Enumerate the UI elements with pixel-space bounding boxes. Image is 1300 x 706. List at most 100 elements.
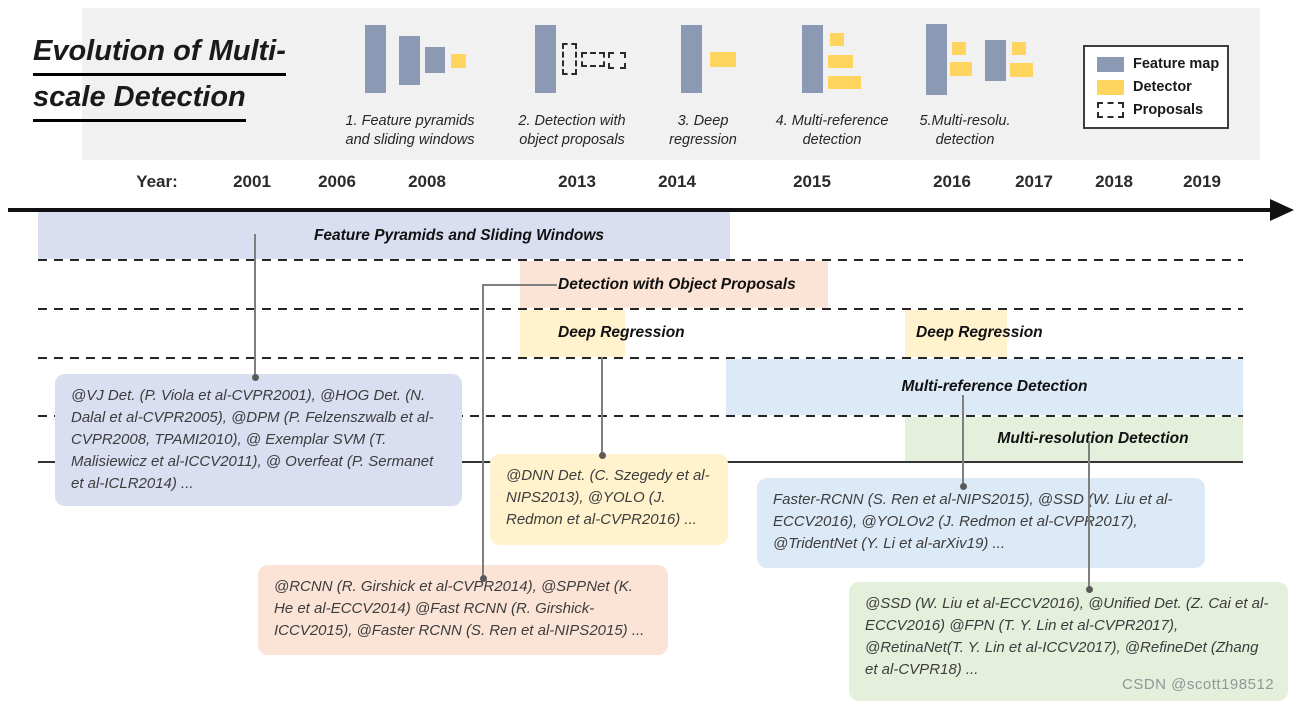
feature-map-bar (926, 24, 947, 95)
feature-map-swatch-icon (1097, 56, 1124, 72)
stage-3-label: 3. Deep regression (643, 112, 763, 150)
band-deep-regression-left (520, 310, 625, 357)
stage-1-label: 1. Feature pyramids and sliding windows (330, 112, 490, 150)
legend-label: Proposals (1133, 102, 1204, 118)
detector-swatch-icon (1097, 79, 1124, 95)
timeline-arrowhead-icon (1270, 199, 1294, 221)
band-label: Feature Pyramids and Sliding Windows (313, 226, 605, 244)
citation-box-multi-resolution: @SSD (W. Liu et al-ECCV2016), @Unified D… (849, 582, 1288, 701)
band-label: Detection with Object Proposals (558, 275, 796, 293)
detector-block (828, 76, 861, 89)
year-tick-2013: 2013 (558, 172, 596, 191)
connector-dot (1086, 586, 1093, 593)
connector-line (254, 234, 256, 378)
feature-map-bar (535, 25, 556, 93)
stage-label-text: object proposals (519, 132, 625, 148)
stage-label-text: detection (935, 132, 995, 148)
connector-dot (252, 374, 259, 381)
legend-item-feature-map: Feature map (1097, 56, 1227, 72)
citation-box-deep-regression: @DNN Det. (C. Szegedy et al-NIPS2013), @… (490, 454, 728, 545)
connector-dot (480, 575, 487, 582)
stage-label-text: regression (669, 132, 737, 148)
detector-block (830, 33, 844, 46)
year-tick-2008: 2008 (408, 172, 446, 191)
legend-item-proposals: Proposals (1097, 102, 1227, 118)
band-label: Deep Regression (558, 324, 685, 341)
detector-block (1012, 42, 1026, 55)
year-tick-2001: 2001 (233, 172, 271, 191)
detector-block (451, 54, 466, 68)
legend-label: Feature map (1133, 56, 1220, 72)
year-tick-2014: 2014 (658, 172, 696, 191)
row-divider-dashed (38, 259, 1243, 261)
citation-text: @RCNN (R. Girshick et al-CVPR2014), @SPP… (274, 578, 645, 639)
feature-map-bar (365, 25, 386, 93)
year-tick-2016: 2016 (933, 172, 971, 191)
detector-block (710, 52, 736, 67)
connector-dot (960, 483, 967, 490)
citation-text: @SSD (W. Liu et al-ECCV2016), @Unified D… (865, 595, 1269, 678)
proposals-swatch-icon (1097, 102, 1124, 118)
stage-5-label: 5.Multi-resolu. detection (890, 112, 1040, 150)
stage-label-text: 4. Multi-reference (775, 113, 889, 129)
band-multi-reference: Multi-reference Detection (726, 359, 1243, 415)
feature-map-bar (985, 40, 1006, 81)
stage-label-text: and sliding windows (345, 132, 475, 148)
row-divider-dashed (38, 357, 1243, 359)
year-tick-2017: 2017 (1015, 172, 1053, 191)
page-title-line2: scale Detection (33, 76, 246, 122)
legend: Feature map Detector Proposals (1083, 45, 1229, 129)
stage-label-text: 1. Feature pyramids (345, 113, 475, 129)
connector-line (601, 357, 603, 456)
detector-block (950, 62, 972, 76)
band-feature-pyramids: Feature Pyramids and Sliding Windows (38, 212, 730, 259)
band-object-proposals: Detection with Object Proposals (520, 261, 828, 308)
stage-label-text: 3. Deep (677, 113, 729, 129)
page-title: Evolution of Multi- scale Detection (33, 30, 286, 122)
year-tick-2015: 2015 (793, 172, 831, 191)
citation-box-multi-reference: Faster-RCNN (S. Ren et al-NIPS2015), @SS… (757, 478, 1205, 568)
detector-block (952, 42, 966, 55)
connector-line (482, 284, 484, 579)
band-label: Multi-reference Detection (901, 378, 1088, 395)
feature-map-bar (399, 36, 420, 85)
year-axis-caption: Year: (136, 172, 178, 191)
band-label: Multi-resolution Detection (997, 430, 1189, 447)
proposal-box (562, 43, 577, 75)
citation-text: @VJ Det. (P. Viola et al-CVPR2001), @HOG… (71, 387, 434, 492)
top-panel-background (82, 8, 1260, 160)
timeline-axis-line (8, 208, 1276, 212)
stage-4-label: 4. Multi-reference detection (757, 112, 907, 150)
citation-text: @DNN Det. (C. Szegedy et al-NIPS2013), @… (506, 467, 710, 528)
connector-dot (599, 452, 606, 459)
detector-block (1010, 63, 1033, 77)
row-divider-dashed (38, 308, 1243, 310)
stage-label-text: 5.Multi-resolu. (919, 113, 1011, 129)
citation-box-object-proposals: @RCNN (R. Girshick et al-CVPR2014), @SPP… (258, 565, 668, 655)
year-tick-2006: 2006 (318, 172, 356, 191)
proposal-box (581, 52, 605, 67)
feature-map-bar (681, 25, 702, 93)
connector-line (1088, 442, 1090, 590)
feature-map-bar (802, 25, 823, 93)
proposal-box (608, 52, 626, 69)
year-tick-2018: 2018 (1095, 172, 1133, 191)
band-label: Deep Regression (916, 324, 1043, 341)
connector-line (962, 395, 964, 487)
connector-line (482, 284, 557, 286)
page-title-line1: Evolution of Multi- (33, 30, 286, 76)
citation-text: Faster-RCNN (S. Ren et al-NIPS2015), @SS… (773, 491, 1173, 552)
year-tick-2019: 2019 (1183, 172, 1221, 191)
citation-box-sliding-windows: @VJ Det. (P. Viola et al-CVPR2001), @HOG… (55, 374, 462, 506)
stage-2-label: 2. Detection with object proposals (497, 112, 647, 150)
row-divider-dashed (38, 415, 1243, 417)
stage-label-text: 2. Detection with (518, 113, 626, 129)
feature-map-bar (425, 47, 445, 73)
watermark: CSDN @scott198512 (1122, 676, 1275, 693)
band-multi-resolution: Multi-resolution Detection (905, 417, 1243, 461)
detector-block (828, 55, 853, 68)
stage-label-text: detection (802, 132, 862, 148)
legend-item-detector: Detector (1097, 79, 1227, 95)
legend-label: Detector (1133, 79, 1192, 95)
